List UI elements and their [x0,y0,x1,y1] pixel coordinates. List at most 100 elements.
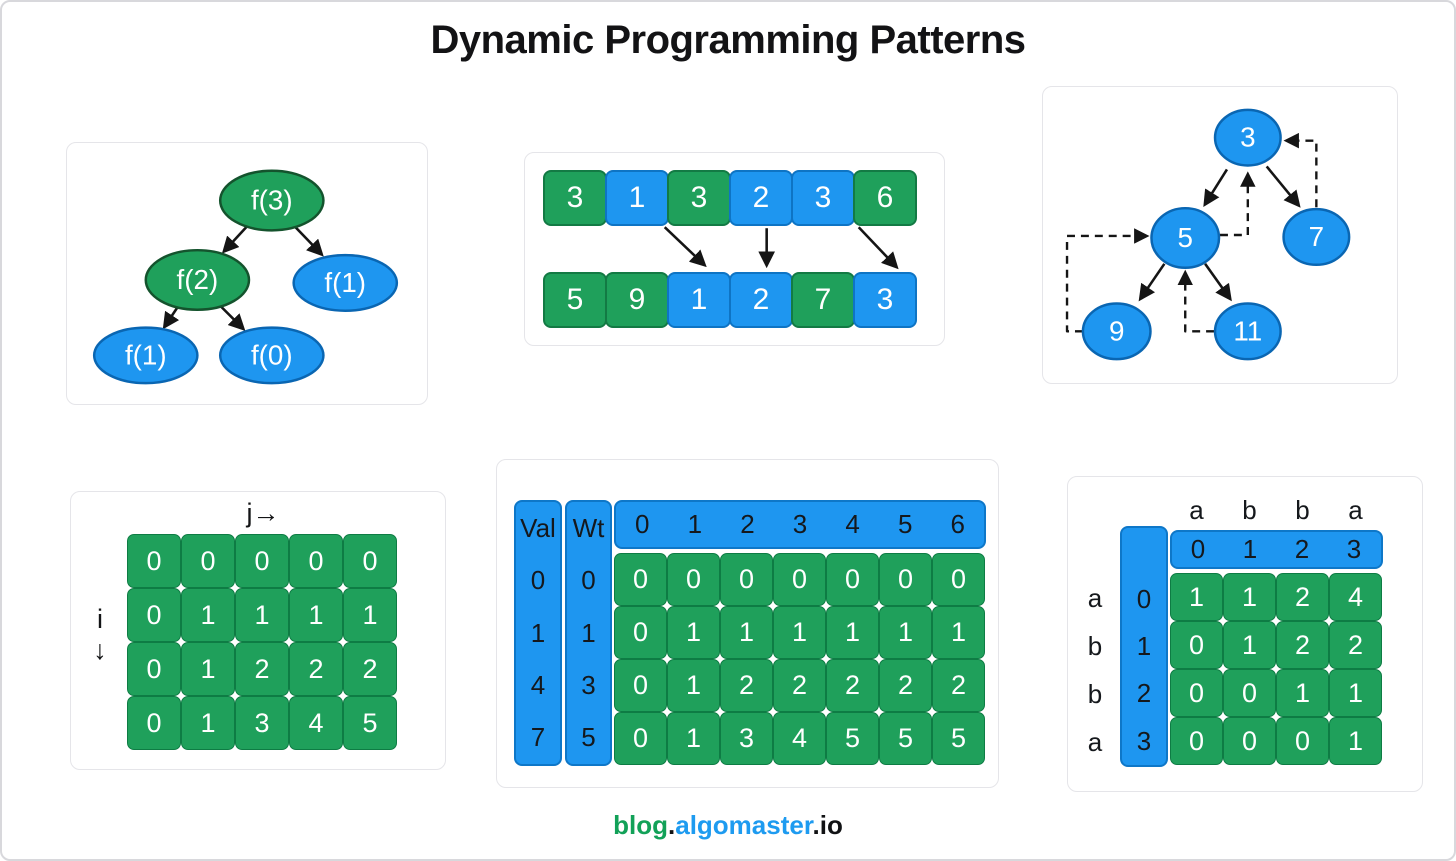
column-axis-label: j→ [246,498,280,528]
weight-column-header: Wt [572,512,605,543]
table-cell: 0 [720,553,773,606]
row-axis-label: i ↓ [85,604,115,666]
capacity-header-cell: 6 [950,509,965,539]
table-cell: 0 [932,553,985,606]
array-mapping-panel: 3 1 3 2 3 6 5 9 1 2 7 3 [524,152,945,346]
table-cell: 0 [826,553,879,606]
down-arrow-icon: ↓ [93,635,107,665]
node-f1-right: f(1) [292,253,399,312]
node-f3: f(3) [218,169,325,232]
table-cell: 1 [826,606,879,659]
page-title: Dynamic Programming Patterns [430,18,1026,62]
node-11: 11 [1213,302,1282,361]
letter-label: b [1242,494,1257,525]
array-cell: 5 [543,272,607,328]
grid-cell: 2 [289,642,343,696]
table-cell: 1 [879,606,932,659]
value-cell: 1 [530,617,546,648]
table-cell: 1 [932,606,985,659]
table-cell: 1 [1223,621,1276,669]
letter-label: b [1087,630,1103,661]
array-cell: 2 [729,170,793,226]
table-cell: 1 [720,606,773,659]
row-index-cell: 2 [1136,678,1152,709]
row-index-cell: 0 [1136,583,1152,614]
array-cell: 9 [605,272,669,328]
call-arrow [1203,168,1229,208]
value-cell: 0 [530,565,546,596]
grid-cell: 0 [127,696,181,750]
node-label: f(3) [251,184,293,215]
column-index-cell: 0 [1190,534,1206,564]
array-bottom-row: 5 9 1 2 7 3 [543,272,917,328]
table-cell: 2 [1276,621,1329,669]
table-cell: 2 [773,659,826,712]
node-label: 5 [1178,222,1193,253]
node-5: 5 [1150,206,1221,270]
grid-cell: 5 [343,696,397,750]
table-cell: 0 [1223,669,1276,717]
call-arrow [294,226,324,257]
grid-cell: 0 [343,534,397,588]
table-cell: 0 [614,553,667,606]
call-arrow [1138,263,1166,302]
column-index-cell: 2 [1294,534,1310,564]
node-f1-left: f(1) [92,326,199,385]
table-cell: 1 [667,712,720,765]
dp-grid-panel: j→ i ↓ 0 0 0 0 0 0 1 1 1 1 0 1 2 2 2 0 1… [70,491,446,770]
value-cell: 7 [530,722,546,753]
call-arrow [220,305,246,331]
node-label: f(1) [125,339,167,370]
table-cell: 2 [720,659,773,712]
grid-cell: 0 [289,534,343,588]
table-cell: 1 [773,606,826,659]
return-arrow [1283,132,1318,208]
grid-cell: 2 [343,642,397,696]
table-cell: 0 [667,553,720,606]
value-column: Val 0 1 4 7 [514,500,562,766]
capacity-header-cell: 2 [740,509,755,539]
row-index-column: 0 1 2 3 [1120,526,1168,767]
table-cell: 2 [1276,573,1329,621]
table-cell: 1 [667,659,720,712]
column-index-cell: 1 [1242,534,1258,564]
node-f2: f(2) [144,248,251,311]
array-cell: 2 [729,272,793,328]
weight-cell: 1 [581,617,596,648]
letter-label: b [1295,494,1310,525]
node-7: 7 [1282,207,1351,267]
table-cell: 0 [879,553,932,606]
weight-column: Wt 0 1 3 5 [565,500,612,766]
top-letter-labels: a b b a [1170,493,1382,527]
node-3: 3 [1213,108,1282,167]
grid-cell: 0 [127,534,181,588]
call-arrow [1204,263,1232,302]
table-cell: 0 [1170,621,1223,669]
array-cell: 3 [543,170,607,226]
call-arrow [162,305,180,330]
grid-cell: 3 [235,696,289,750]
footer-blog-text: blog [613,810,668,840]
node-label: 9 [1109,315,1124,346]
node-label: f(1) [324,267,366,298]
footer-dot: . [668,810,676,840]
mapping-arrow [857,226,899,270]
node-label: f(0) [251,339,293,370]
grid-cell: 1 [181,642,235,696]
table-cell: 2 [826,659,879,712]
lcs-table-panel: a b b a a b b a 0 1 2 3 0 1 2 3 1 1 2 4 [1067,476,1423,792]
left-letter-labels: a b b a [1080,574,1110,766]
footer-logo: blog.algomaster.io [2,810,1454,841]
table-cell: 0 [1170,717,1223,765]
node-label: 7 [1309,221,1324,252]
table-cell: 5 [826,712,879,765]
footer-io-text: io [819,810,843,840]
grid-cell: 1 [181,696,235,750]
table-cell: 2 [879,659,932,712]
table-cell: 0 [1170,669,1223,717]
grid-cell: 4 [289,696,343,750]
capacity-header-cell: 5 [897,509,913,539]
table-cell: 1 [1276,669,1329,717]
table-cell: 5 [879,712,932,765]
